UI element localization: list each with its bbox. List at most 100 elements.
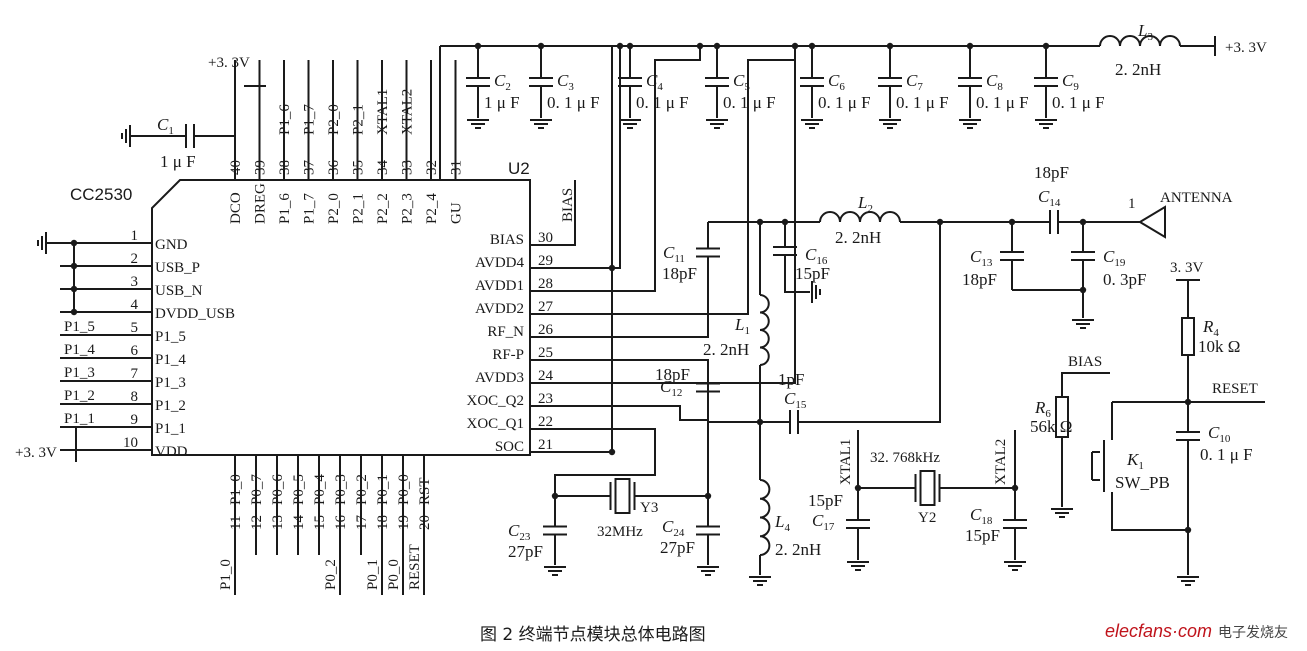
- right-pin-name: AVDD4: [475, 255, 524, 271]
- bias-wire: [530, 180, 576, 246]
- decoupling-cap-value: 0. 1 μ F: [547, 93, 600, 112]
- right-pin-name: SOC: [495, 439, 524, 455]
- top-pin-name: P2_2: [375, 193, 391, 224]
- left-pin-name: P1_3: [155, 375, 186, 391]
- left-pin-name: P1_4: [155, 352, 186, 368]
- left-pin-name: GND: [155, 237, 188, 253]
- reset-vdd-label: 3. 3V: [1170, 260, 1204, 276]
- r6-ref: R6: [1034, 398, 1051, 420]
- bottom-pin-name: P0_5: [291, 474, 307, 505]
- top-pin-name: P2_4: [424, 193, 440, 224]
- r6-value: 56k Ω: [1030, 417, 1072, 436]
- left-pin-number: 9: [131, 412, 139, 428]
- avdd2-wire: [530, 46, 796, 315]
- r6-bias-wire: [1061, 372, 1110, 397]
- c18-value: 15pF: [965, 526, 1000, 545]
- left-pin-number: 7: [131, 366, 139, 382]
- decoupling-cap-ref: C5: [733, 71, 750, 93]
- left-pin-number: 5: [131, 320, 139, 336]
- top-pin-name: P1_7: [302, 193, 318, 224]
- xtal1-label: XTAL1: [838, 439, 854, 485]
- junction-dot: [791, 42, 799, 50]
- top-pin-name: P2_1: [351, 193, 367, 224]
- c19-value: 0. 3pF: [1103, 270, 1146, 289]
- right-pin-number: 29: [538, 253, 553, 269]
- right-pin-number: 25: [538, 345, 553, 361]
- left-pin-name: USB_P: [155, 260, 200, 276]
- l1-ref: L1: [734, 315, 750, 337]
- c18-ref: C18: [970, 505, 993, 527]
- right-pin-name: AVDD3: [475, 370, 524, 386]
- right-pin-name: XOC_Q1: [466, 416, 524, 432]
- y2-ref: Y2: [918, 510, 936, 526]
- bottom-pin-name: P0_2: [354, 474, 370, 505]
- bottom-pin-net: P0_2: [323, 559, 339, 590]
- figure-caption: 图 2 终端节点模块总体电路图: [480, 625, 706, 645]
- left-pin-number: 4: [131, 297, 139, 313]
- bottom-pin-name: P0_1: [375, 474, 391, 505]
- l3-value: 2. 2nH: [1115, 60, 1161, 79]
- top-pin-number: 36: [326, 160, 342, 176]
- decoupling-cap-ref: C9: [1062, 71, 1079, 93]
- left-pin-number: 10: [123, 435, 138, 451]
- left-pin-name: P1_2: [155, 398, 186, 414]
- bottom-pin-net: P0_1: [365, 559, 381, 590]
- right-pin-number: 28: [538, 276, 553, 292]
- c16-gnd: [784, 280, 810, 293]
- bottom-pin-number: 20: [417, 515, 433, 530]
- inductor: [1099, 35, 1181, 47]
- bottom-pin-number: 14: [291, 515, 307, 531]
- decoupling-cap-ref: C4: [646, 71, 663, 93]
- bottom-pin-name: P0_7: [249, 474, 265, 505]
- c10-value: 0. 1 μ F: [1200, 445, 1253, 464]
- left-pin-net: P1_1: [64, 411, 95, 427]
- c1-right: [205, 135, 236, 180]
- decoupling-cap-ref: C2: [494, 71, 511, 93]
- top-pin-name: DREG: [253, 183, 269, 224]
- c15-ref: C15: [784, 389, 807, 411]
- y3-value: 32MHz: [597, 524, 643, 540]
- inductor: [759, 294, 770, 366]
- top-pin-number: 39: [253, 160, 269, 175]
- bottom-pin-name: RST: [417, 477, 433, 505]
- resistor-body: [1181, 317, 1195, 356]
- labels: CC2530U21GND2USB_P3USB_N4DVDD_USB5P1_5P1…: [15, 21, 1267, 590]
- r4-ref: R4: [1202, 317, 1219, 339]
- junction-dot: [616, 42, 624, 50]
- top-pin-net: XTAL2: [400, 89, 416, 135]
- top-pin-name: P1_6: [277, 193, 293, 224]
- bottom-pin-number: 19: [396, 515, 412, 530]
- k1-bottom: [1111, 492, 1188, 531]
- bottom-pin-name: P0_3: [333, 474, 349, 505]
- l2-value: 2. 2nH: [835, 228, 881, 247]
- top-pin-net: P2_1: [351, 104, 367, 135]
- left-vdd-label: +3. 3V: [15, 445, 57, 461]
- left-pin-net: P1_2: [64, 388, 95, 404]
- antenna-icon: [1138, 205, 1166, 239]
- c12-ref: C12: [660, 377, 682, 399]
- antenna-label: ANTENNA: [1160, 190, 1233, 206]
- top-pin-number: 35: [351, 160, 367, 175]
- k1-value: SW_PB: [1115, 473, 1170, 492]
- c11-ref: C11: [663, 243, 685, 265]
- c16-ref: C16: [805, 245, 828, 267]
- chip-ref-label: U2: [508, 159, 530, 178]
- left-pin-name: VDD: [155, 444, 188, 460]
- top-pin-number: 40: [228, 160, 244, 175]
- avdd1-wire: [530, 46, 701, 292]
- c17-ref: C17: [812, 511, 835, 533]
- decoupling-cap-ref: C7: [906, 71, 923, 93]
- inductor: [759, 479, 771, 556]
- c23-ref: C23: [508, 521, 531, 543]
- avdd3-wire: [530, 60, 796, 384]
- c12-value: 18pF: [655, 365, 690, 384]
- bottom-pin-name: P0_0: [396, 474, 412, 505]
- left-pin-number: 8: [131, 389, 139, 405]
- bottom-pin-name: P0_4: [312, 474, 328, 505]
- watermark-tagline: 电子发烧友: [1218, 625, 1288, 641]
- y3-ref: Y3: [640, 500, 658, 516]
- c11-value: 18pF: [662, 264, 697, 283]
- left-pin-name: P1_1: [155, 421, 186, 437]
- right-pin-number: 26: [538, 322, 554, 338]
